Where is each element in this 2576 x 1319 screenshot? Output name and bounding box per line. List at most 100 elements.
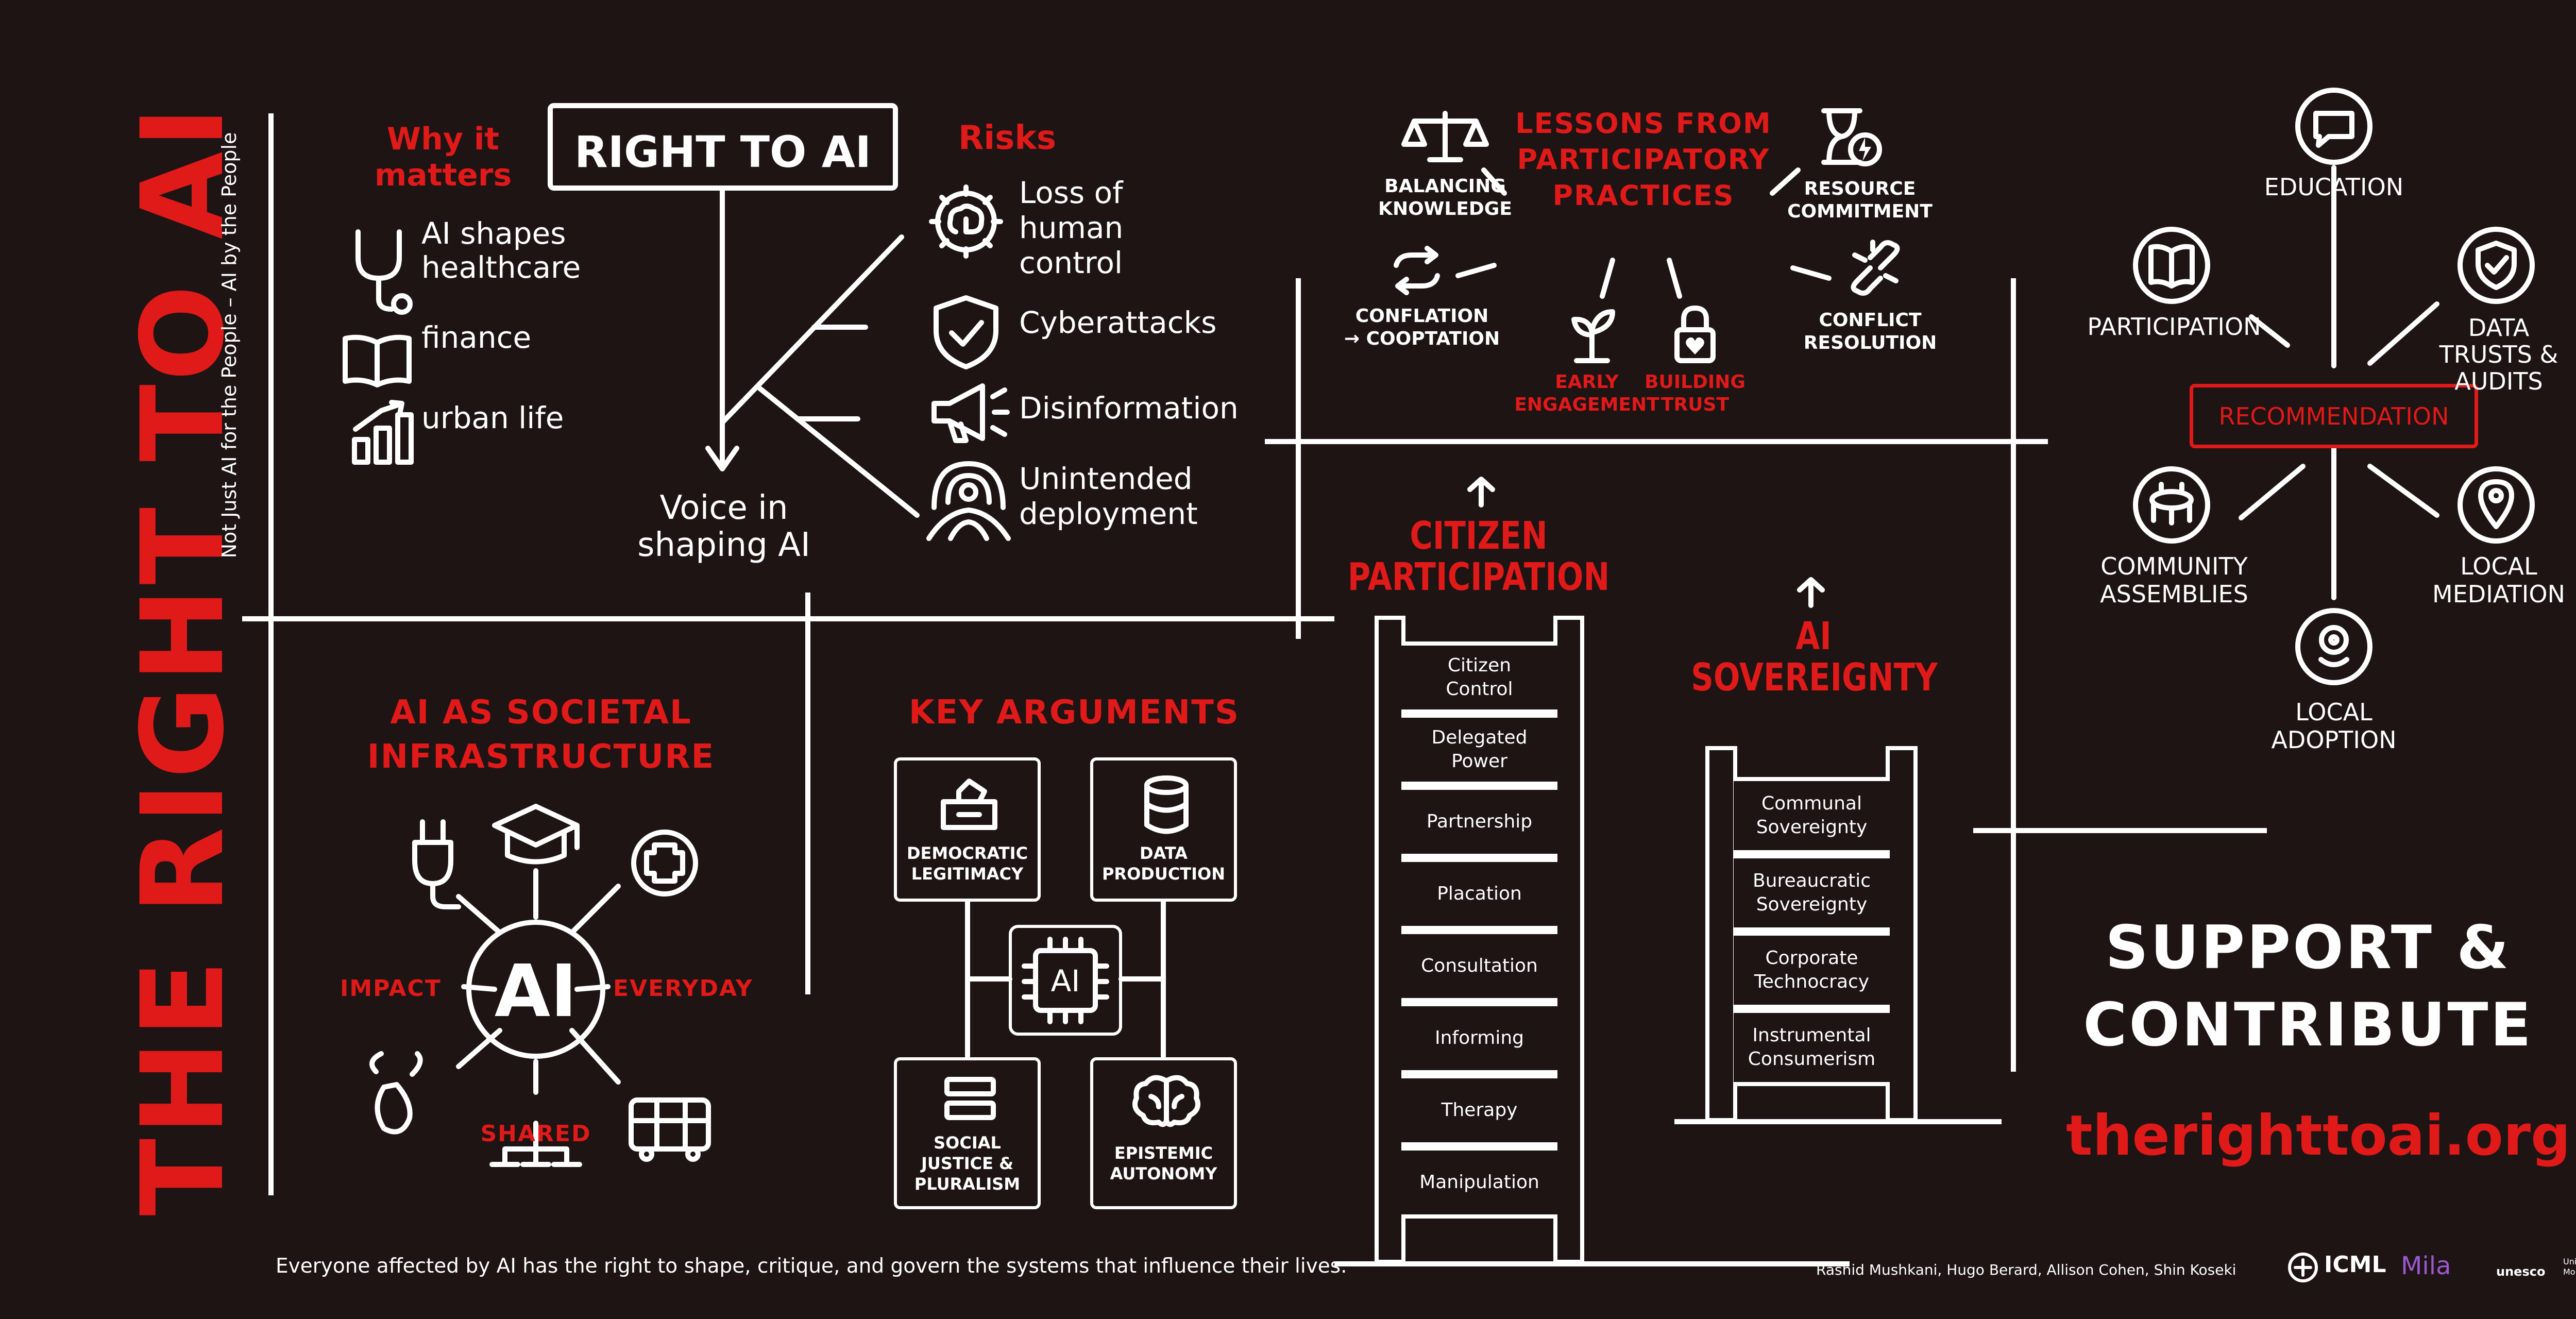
sovereignty-ladder-left-rail [1705, 746, 1737, 1122]
icml-emblem-icon [2288, 1253, 2318, 1282]
vertical-subtitle: Not Just AI for the People – AI by the P… [218, 132, 241, 559]
argument-center-ai-chip: AI [1009, 925, 1122, 1036]
recommendation-diagram [2133, 88, 2535, 685]
why-item-finance: finance [421, 320, 532, 355]
citizen-rung-delegated-power: Delegated Power [1401, 714, 1557, 786]
recommendation-data-trusts: DATA TRUSTS & AUDITS [2439, 314, 2558, 395]
lesson-connector [1600, 258, 1615, 299]
sovereignty-rung-corporate: Corporate Technocracy [1734, 932, 1890, 1009]
citizen-rung-consultation: Consultation [1401, 930, 1557, 1002]
citizen-rung-manipulation: Manipulation [1401, 1146, 1557, 1219]
infrastructure-center-ai: AI [494, 950, 578, 1034]
divider-left-vertical [268, 113, 274, 1195]
stethoscope-icon [355, 229, 413, 315]
argument-card-epistemic-autonomy: EPISTEMIC AUTONOMY [1090, 1057, 1237, 1209]
risk-unintended-deployment: Unintended deployment [1019, 461, 1198, 531]
brain-icon [1132, 1075, 1200, 1127]
infrastructure-shared-label: SHARED [480, 1121, 591, 1147]
divider-mid-vertical [805, 593, 810, 994]
lesson-connector [1790, 265, 1832, 281]
lesson-building-trust: BUILDING TRUST [1645, 371, 1745, 415]
broken-link-icon [1851, 240, 1900, 296]
ai-chip-icon [1022, 937, 1109, 1024]
infrastructure-everyday-label: EVERYDAY [613, 975, 753, 1002]
lesson-connector [1455, 263, 1497, 278]
citizen-rung-partnership: Partnership [1401, 786, 1557, 858]
citizen-ladder-right-rail [1553, 616, 1584, 1264]
infrastructure-title: AI AS SOCIETAL INFRASTRUCTURE [367, 694, 715, 776]
lesson-balancing-knowledge: BALANCING KNOWLEDGE [1378, 176, 1512, 219]
citizen-ladder-rungs: Citizen Control Delegated Power Partners… [1401, 641, 1557, 1244]
support-title: SUPPORT & CONTRIBUTE [2083, 913, 2533, 1060]
sovereignty-rung-bureaucratic: Bureaucratic Sovereignty [1734, 854, 1890, 932]
infrastructure-diagram [369, 804, 711, 1167]
footer-statement: Everyone affected by AI has the right to… [276, 1255, 1347, 1278]
logo-mila: Mila [2401, 1252, 2451, 1280]
recommendation-participation: PARTICIPATION [2087, 313, 2261, 341]
risks-title: Risks [958, 119, 1056, 157]
why-item-healthcare: AI shapes healthcare [421, 216, 581, 285]
sovereignty-ladder-right-rail [1886, 746, 1918, 1122]
citizen-participation-title: CITIZEN PARTICIPATION [1347, 514, 1610, 599]
sovereignty-ladder-base [1674, 1119, 2002, 1124]
shield-check-icon [934, 295, 998, 369]
argument-card-democratic-legitimacy: DEMOCRATIC LEGITIMACY [894, 757, 1041, 902]
citizen-rung-therapy: Therapy [1401, 1074, 1557, 1146]
support-url-link[interactable]: therighttoai.org [2066, 1104, 2571, 1168]
argument-card-social-justice: SOCIAL JUSTICE & PLURALISM [894, 1057, 1041, 1209]
sprout-icon [1571, 309, 1615, 363]
lesson-connector [1667, 258, 1682, 299]
citizen-rung-citizen-control: Citizen Control [1401, 641, 1557, 714]
divider-lessons-horizontal [1265, 439, 2048, 444]
right-to-ai-connector [705, 188, 920, 518]
logo-unesco: unesco [2496, 1264, 2546, 1279]
list-icon [944, 1077, 996, 1120]
argument-center-ai-label: AI [1050, 963, 1080, 999]
recommendation-center[interactable]: RECOMMENDATION [2190, 384, 2478, 448]
lesson-connector [1770, 167, 1801, 196]
argument-label: SOCIAL JUSTICE & PLURALISM [914, 1133, 1021, 1194]
infrastructure-impact-label: IMPACT [340, 975, 442, 1002]
recommendation-local-adoption: LOCAL ADOPTION [2271, 698, 2397, 754]
lesson-conflict-resolution: CONFLICT RESOLUTION [1803, 310, 1937, 353]
scales-icon [1401, 111, 1489, 162]
sovereignty-up-arrow-icon [1797, 577, 1825, 608]
book-icon [343, 334, 412, 387]
ai-sovereignty-title: AI SOVEREIGNTY [1691, 614, 1938, 700]
right-to-ai-title: RIGHT TO AI [548, 103, 898, 191]
footer-logos: ICML Mila unesco Université de Montréal [2285, 1244, 2576, 1291]
lessons-title: LESSONS FROM PARTICIPATORY PRACTICES [1515, 107, 1772, 212]
argument-card-data-production: DATA PRODUCTION [1090, 757, 1237, 902]
divider-lessons-vertical [1296, 278, 1301, 639]
argument-label: DATA PRODUCTION [1101, 843, 1226, 884]
padlock-heart-icon [1674, 306, 1716, 363]
recommendation-local-mediation: LOCAL MEDIATION [2432, 552, 2565, 608]
argument-label: EPISTEMIC AUTONOMY [1110, 1143, 1217, 1183]
citizen-ladder-left-rail [1375, 616, 1405, 1264]
growth-chart-icon [352, 400, 414, 465]
megaphone-icon [931, 383, 1010, 443]
logo-udem: Université de Montréal [2563, 1257, 2576, 1277]
brain-gear-icon [929, 184, 1003, 259]
risk-loss-of-control: Loss of human control [1019, 175, 1124, 280]
sovereignty-ladder-rungs: Communal Sovereignty Bureaucratic Sovere… [1734, 777, 1890, 1091]
lesson-resource-commitment: RESOURCE COMMITMENT [1787, 178, 1933, 222]
logo-icml: ICML [2324, 1252, 2386, 1278]
why-it-matters-title: Why it matters [374, 121, 512, 193]
recommendation-community-assemblies: COMMUNITY ASSEMBLIES [2100, 552, 2248, 608]
risk-disinformation: Disinformation [1019, 391, 1239, 426]
lesson-conflation-cooptation: CONFLATION → COOPTATION [1344, 306, 1500, 349]
key-arguments-connectors [965, 899, 1166, 1059]
lesson-early-engagement: EARLY ENGAGEMENT [1514, 371, 1659, 415]
risk-cyberattacks: Cyberattacks [1019, 305, 1217, 340]
divider-mid-horizontal [242, 616, 1334, 621]
sovereignty-rung-instrumental: Instrumental Consumerism [1734, 1009, 1890, 1086]
argument-label: DEMOCRATIC LEGITIMACY [906, 843, 1028, 884]
voice-in-shaping-ai: Voice in shaping AI [637, 489, 810, 564]
key-arguments-title: KEY ARGUMENTS [909, 694, 1240, 732]
divider-right-horizontal [1973, 828, 2267, 833]
radar-arches-icon [926, 461, 1011, 541]
citizen-rung-informing: Informing [1401, 1002, 1557, 1074]
footer-authors: Rashid Mushkani, Hugo Berard, Allison Co… [1816, 1261, 2236, 1278]
